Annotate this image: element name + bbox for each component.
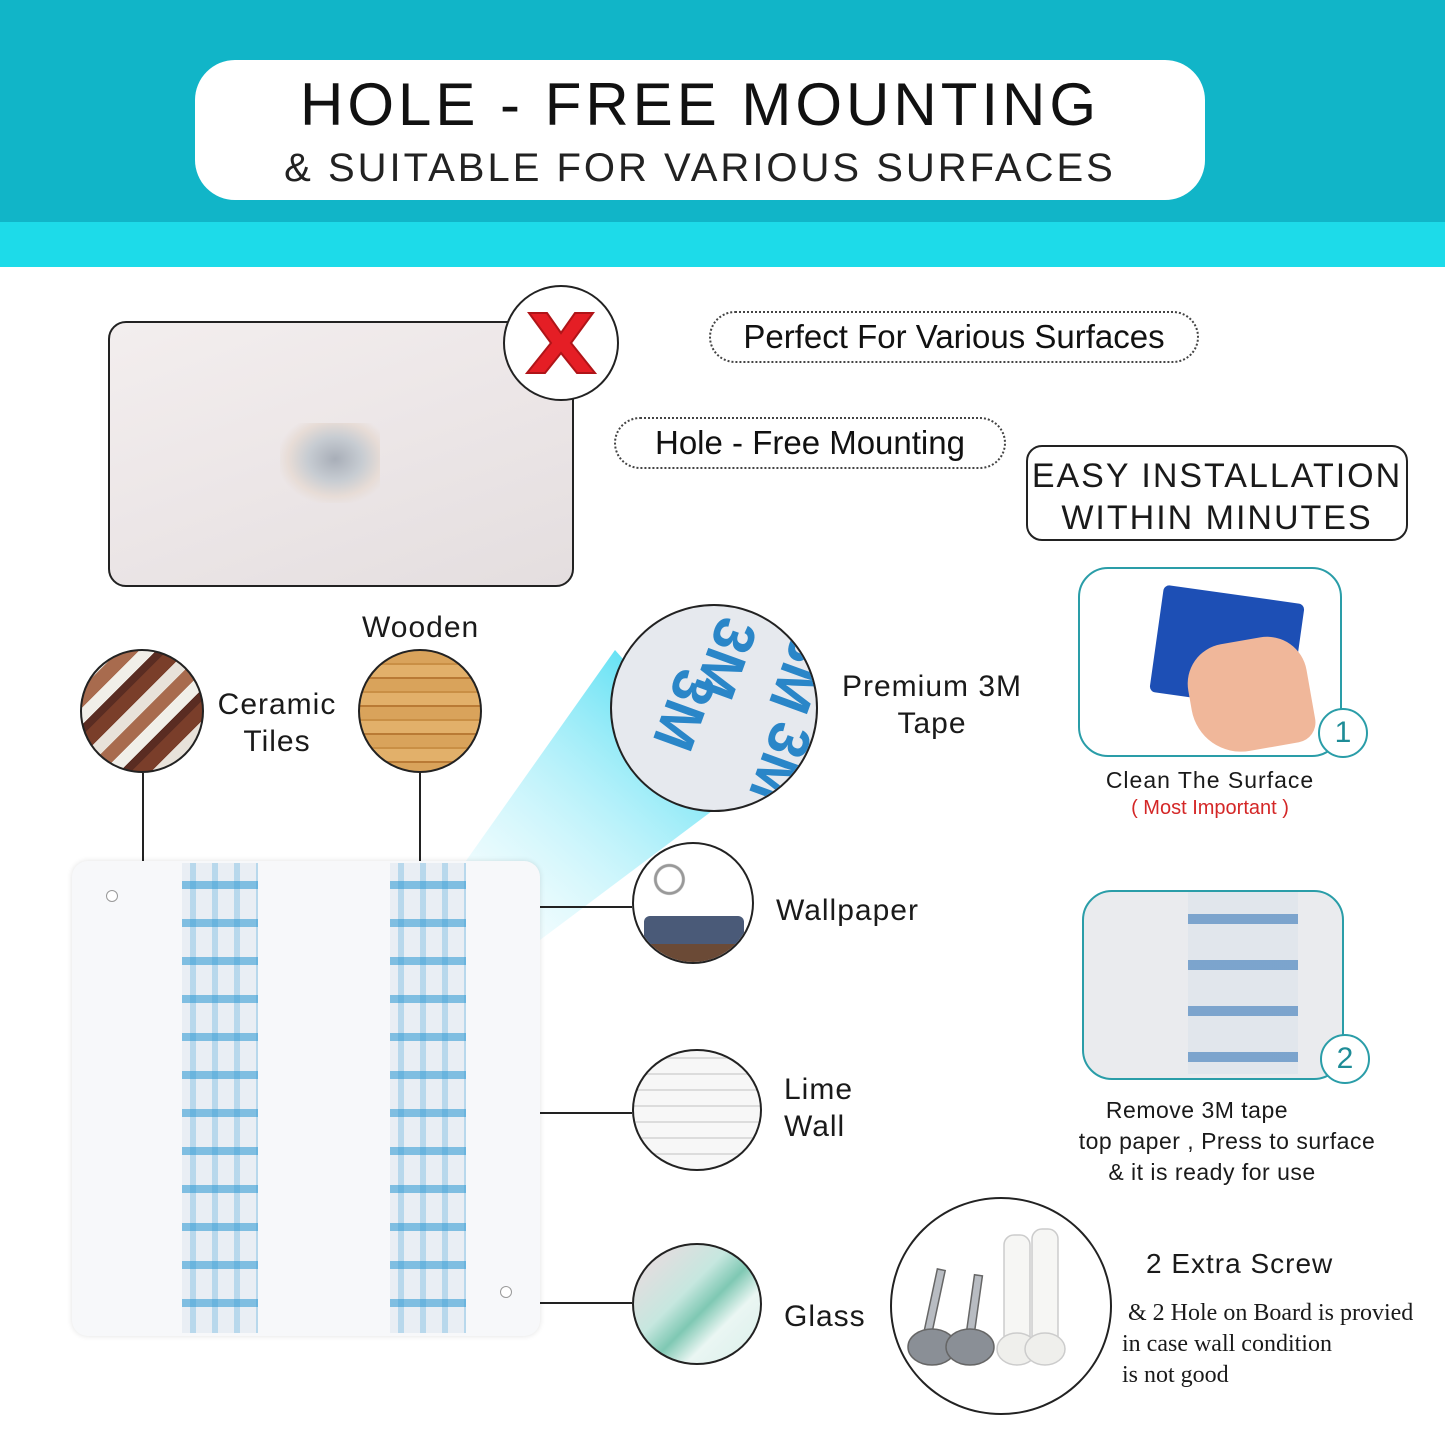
step-2-tape-image (1188, 892, 1298, 1074)
screws-image (890, 1197, 1112, 1415)
step-2-line3: & it is ready for use (1108, 1159, 1316, 1185)
extras-line2: in case wall condition (1122, 1331, 1332, 1357)
header-band-accent (0, 222, 1445, 267)
ceramic-connector (142, 773, 144, 861)
lime-wall-label: Lime Wall (784, 1071, 853, 1145)
floor-shape (634, 944, 752, 962)
lime-wall-image (632, 1049, 762, 1171)
ceramic-tiles-image (80, 649, 204, 773)
extras-line1: & 2 Hole on Board is provied (1128, 1300, 1414, 1326)
ceramic-label-line1: Ceramic (217, 688, 337, 721)
board-hole-bottom (500, 1286, 512, 1298)
easy-installation-line1: EASY INSTALLATION (1031, 457, 1403, 495)
step-2-text: Remove 3M tape top paper , Press to surf… (1064, 1095, 1390, 1188)
board-hole-top (106, 890, 118, 902)
extras-text: & 2 Hole on Board is provied in case wal… (1122, 1298, 1442, 1391)
acrylic-board (72, 861, 540, 1336)
tape-label-line2: Tape (897, 707, 967, 740)
step-1-number: 1 (1318, 708, 1368, 758)
glass-connector (536, 1302, 632, 1304)
ceramic-label: Ceramic Tiles (212, 686, 342, 760)
extras-title: 2 Extra Screw (1146, 1248, 1334, 1279)
wall-hole-image (280, 423, 380, 503)
page-subtitle: & SUITABLE FOR VARIOUS SURFACES (284, 146, 1116, 190)
wallpaper-connector (540, 906, 632, 908)
screws-icon (907, 1228, 1066, 1366)
perfect-surfaces-badge: Perfect For Various Surfaces (709, 311, 1199, 363)
step-2-number: 2 (1320, 1034, 1370, 1084)
wallpaper-image (632, 842, 754, 964)
sofa-shape (644, 916, 744, 946)
easy-installation-box: EASY INSTALLATION WITHIN MINUTES (1026, 445, 1408, 541)
page-title: HOLE - FREE MOUNTING (299, 71, 1101, 138)
tape-closeup-image: 3M 3M 3M 3M (610, 604, 818, 812)
cross-icon (503, 285, 619, 401)
tape-strip-left (182, 863, 258, 1333)
extras-line3: is not good (1122, 1362, 1229, 1388)
wooden-connector (419, 773, 421, 871)
step-2-line1: Remove 3M tape (1105, 1097, 1289, 1123)
glass-image (632, 1243, 762, 1365)
ceramic-label-line2: Tiles (243, 725, 311, 758)
glass-label: Glass (784, 1300, 866, 1333)
lime-connector (540, 1112, 632, 1114)
title-banner: HOLE - FREE MOUNTING & SUITABLE FOR VARI… (195, 60, 1205, 200)
tape-strip-right (390, 863, 466, 1333)
tape-label: Premium 3M Tape (832, 668, 1032, 742)
3m-logo-pattern: 3M 3M 3M 3M (640, 609, 816, 810)
tape-label-line1: Premium 3M (841, 670, 1023, 703)
wallpaper-label: Wallpaper (776, 894, 919, 927)
step-1-label: Clean The Surface (1105, 767, 1315, 793)
lime-label-line1: Lime (784, 1073, 854, 1106)
damaged-wall-photo (108, 321, 574, 587)
wooden-image (358, 649, 482, 773)
hole-free-badge: Hole - Free Mounting (614, 417, 1006, 469)
easy-installation-line2: WITHIN MINUTES (1061, 499, 1373, 537)
lime-label-line2: Wall (784, 1110, 846, 1143)
wooden-label: Wooden (362, 611, 480, 644)
step-2-line2: top paper , Press to surface (1078, 1128, 1376, 1154)
step-1-note: ( Most Important ) (1131, 797, 1289, 819)
